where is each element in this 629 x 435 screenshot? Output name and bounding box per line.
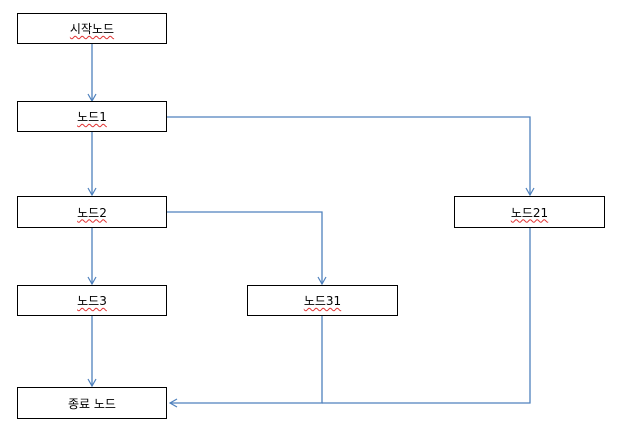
node-31: 노드31 [247, 285, 398, 316]
node-start: 시작노드 [17, 13, 167, 44]
node-end-label: 종료 노드 [68, 396, 116, 411]
edge-node31-to-end [168, 316, 323, 408]
edge-node2-to-node31 [167, 211, 327, 286]
node-2: 노드2 [17, 196, 167, 228]
node-3-label: 노드3 [77, 294, 107, 308]
node-21-label: 노드21 [510, 205, 549, 220]
node-31-label: 노드31 [303, 294, 342, 308]
node-start-label: 시작노드 [69, 22, 115, 36]
node-21: 노드21 [454, 196, 605, 228]
edge-node21-to-end [322, 228, 531, 404]
edge-node1-to-node21 [167, 116, 535, 197]
node-3: 노드3 [17, 285, 167, 316]
node-1: 노드1 [17, 101, 167, 132]
node-2-label: 노드2 [77, 205, 107, 220]
node-end: 종료 노드 [17, 387, 167, 419]
node-1-label: 노드1 [77, 110, 107, 124]
